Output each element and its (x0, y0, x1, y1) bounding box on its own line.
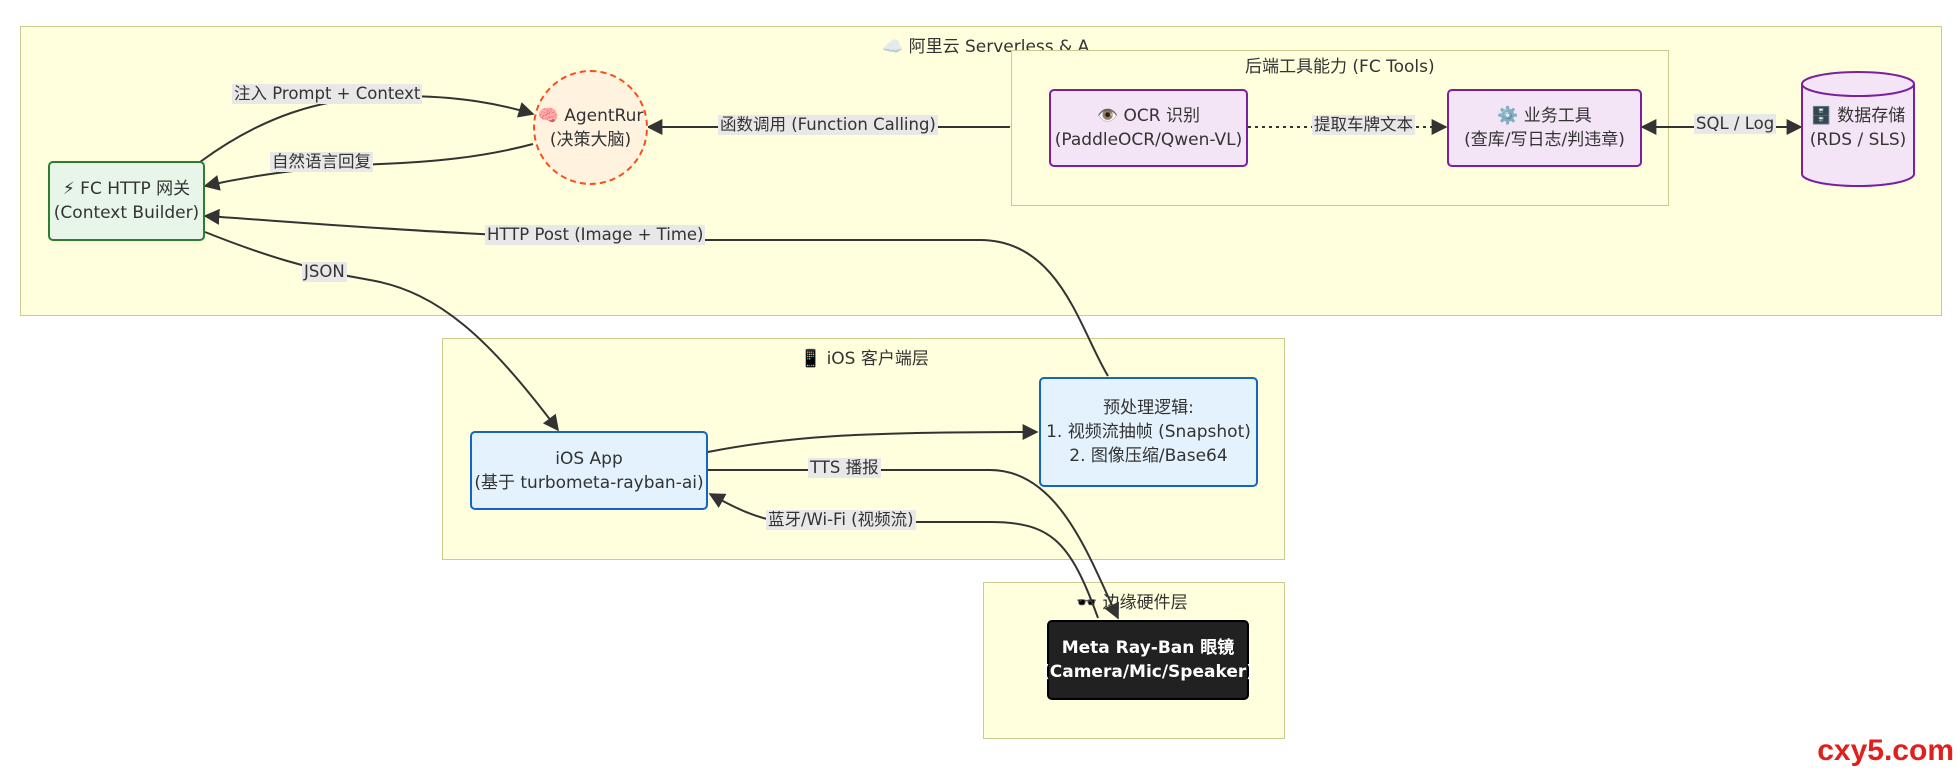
glasses-title: Meta Ray-Ban 眼镜 (1061, 638, 1235, 658)
edge-bt (708, 493, 1099, 619)
edge-cluster-title: 🕶️ 边缘硬件层 (1076, 593, 1188, 613)
data-storage-label: 🗄️ 数据存储 (RDS / SLS) (1800, 98, 1916, 158)
edge-label-bt: 蓝牙/Wi-Fi (视频流) (766, 510, 916, 530)
edge-label-json: JSON (302, 262, 347, 282)
preprocess-node[interactable]: 预处理逻辑: 1. 视频流抽帧 (Snapshot) 2. 图像压缩/Base6… (1039, 377, 1258, 487)
ocr-node[interactable]: 👁️ OCR 识别 (PaddleOCR/Qwen-VL) (1049, 89, 1248, 167)
database-cylinder-icon (1801, 71, 1915, 187)
ocr-subtitle: (PaddleOCR/Qwen-VL) (1054, 130, 1243, 150)
business-tool-node[interactable]: ⚙️ 业务工具 (查库/写日志/判违章) (1447, 89, 1642, 167)
preprocess-step-2: 2. 图像压缩/Base64 (1069, 446, 1228, 466)
edge-label-reply: 自然语言回复 (270, 152, 373, 172)
ios-app-title: iOS App (555, 448, 623, 469)
edge-tts (708, 469, 1119, 620)
edge-app-pre (707, 424, 1039, 453)
meta-rayban-glasses-node[interactable]: Meta Ray-Ban 眼镜 (Camera/Mic/Speaker) (1042, 620, 1254, 700)
business-tool-title: ⚙️ 业务工具 (1497, 106, 1592, 126)
agent-title: 🧠 AgentRur (537, 105, 644, 126)
business-tool-subtitle: (查库/写日志/判违章) (1464, 130, 1625, 150)
preprocess-step-1: 1. 视频流抽帧 (Snapshot) (1046, 422, 1251, 442)
ocr-title: 👁️ OCR 识别 (1096, 106, 1201, 126)
ios-cluster-title: 📱 iOS 客户端层 (800, 349, 929, 369)
fc-http-gateway-node[interactable]: ⚡ FC HTTP 网关 (Context Builder) (48, 161, 205, 241)
edge-label-inject: 注入 Prompt + Context (232, 84, 423, 104)
ios-app-node[interactable]: iOS App (基于 turbometa-rayban-ai) (470, 431, 708, 510)
edge-label-function-call: 函数调用 (Function Calling) (718, 115, 938, 135)
preprocess-title: 预处理逻辑: (1103, 398, 1194, 418)
gateway-subtitle: (Context Builder) (53, 203, 200, 223)
edge-label-sql: SQL / Log (1694, 114, 1777, 134)
edge-reply (203, 143, 534, 191)
data-storage-title: 🗄️ 数据存储 (1810, 106, 1906, 126)
data-storage-subtitle: (RDS / SLS) (1809, 130, 1907, 150)
site-watermark: cxy5.com (1817, 734, 1954, 767)
agent-subtitle: (决策大脑) (549, 129, 632, 150)
edge-label-tts: TTS 播报 (808, 458, 881, 478)
ios-app-subtitle: (基于 turbometa-rayban-ai) (474, 472, 704, 493)
data-storage-node[interactable]: 🗄️ 数据存储 (RDS / SLS) (1800, 70, 1916, 188)
tools-cluster-title: 后端工具能力 (FC Tools) (1245, 57, 1435, 77)
agent-runtime-node[interactable]: 🧠 AgentRur (决策大脑) (533, 70, 648, 185)
edge-json (204, 231, 559, 432)
gateway-title: ⚡ FC HTTP 网关 (62, 179, 191, 199)
glasses-subtitle: (Camera/Mic/Speaker) (1042, 662, 1255, 682)
edge-label-extract: 提取车牌文本 (1312, 115, 1415, 135)
edge-label-http-post: HTTP Post (Image + Time) (485, 225, 706, 245)
